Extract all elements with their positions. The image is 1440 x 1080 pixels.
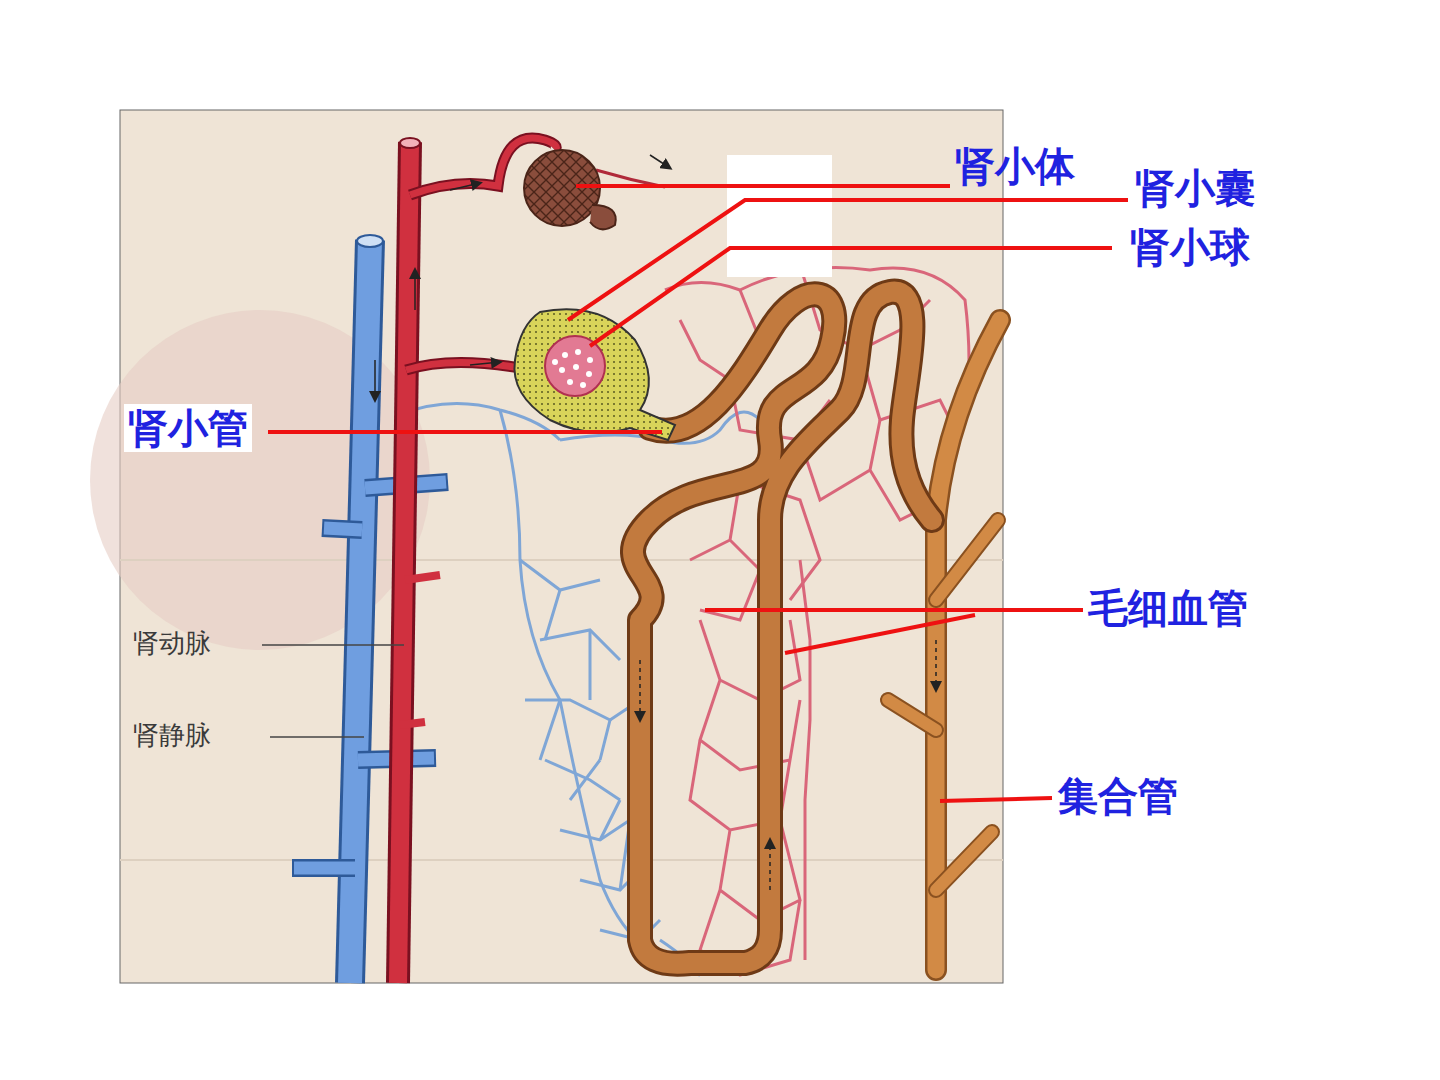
vessel-label: 肾动脉 (133, 628, 211, 659)
vessel-label: 肾静脉 (133, 720, 211, 751)
part-label: 毛细血管 (1088, 584, 1248, 632)
part-label: 肾小管 (124, 404, 252, 452)
part-label: 肾小球 (1130, 223, 1250, 271)
part-label: 集合管 (1058, 772, 1178, 820)
part-label: 肾小囊 (1135, 164, 1255, 212)
part-label: 肾小体 (955, 142, 1075, 190)
